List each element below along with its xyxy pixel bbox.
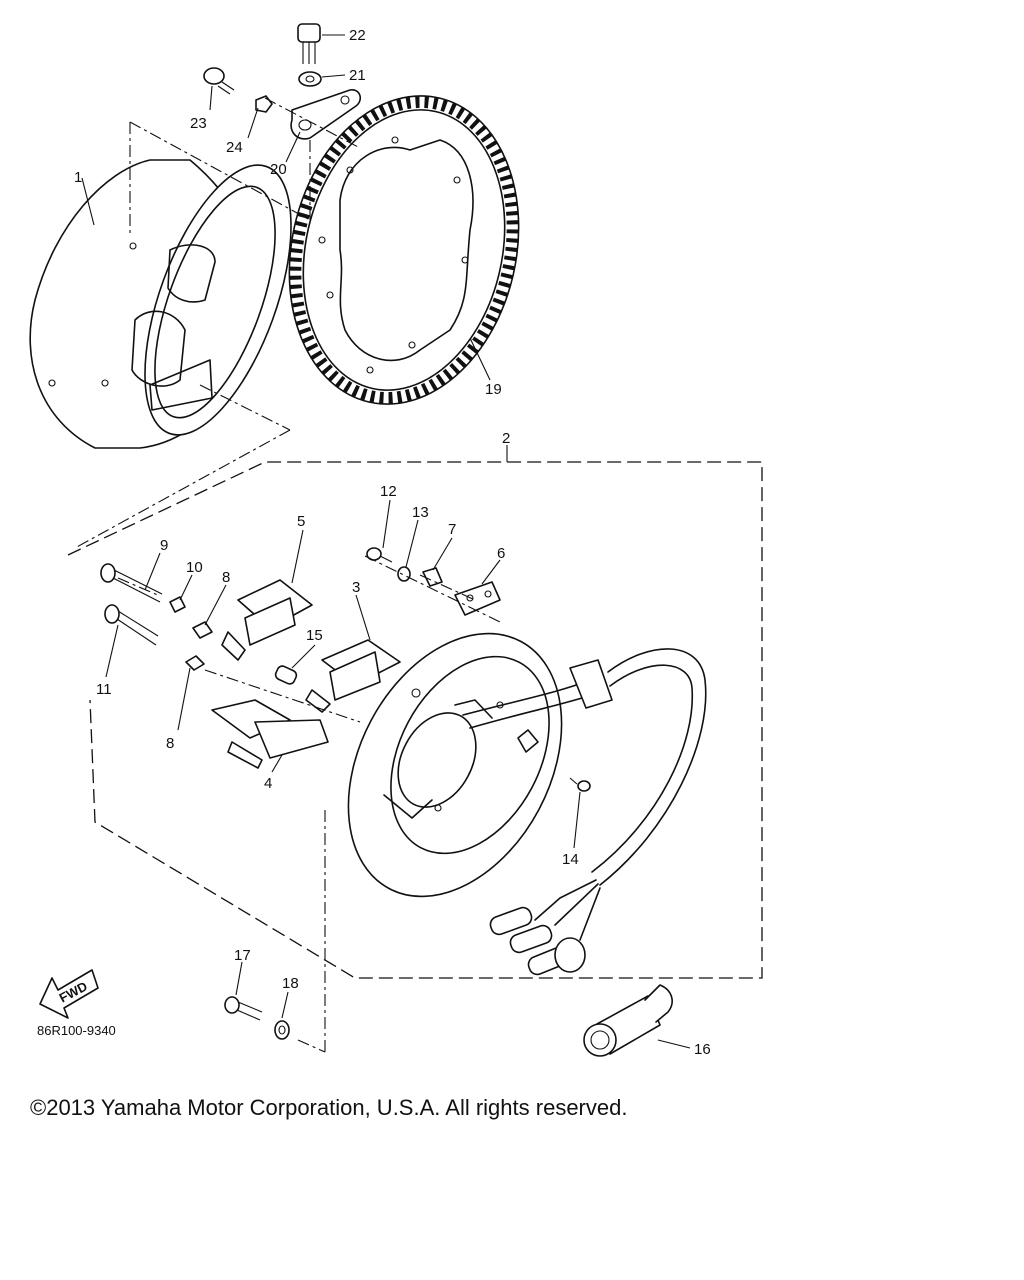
callout-1: 1 bbox=[74, 169, 82, 186]
clamp-stator bbox=[517, 729, 539, 753]
callout-15: 15 bbox=[306, 627, 323, 644]
charge-coil-4 bbox=[211, 699, 329, 769]
stator-base-plate bbox=[347, 632, 563, 898]
screw-11 bbox=[104, 604, 159, 646]
forward-direction-arrow: FWD bbox=[39, 969, 99, 1019]
washer-21 bbox=[298, 71, 322, 87]
callout-20: 20 bbox=[270, 161, 287, 178]
callout-17: 17 bbox=[234, 947, 251, 964]
screw-12 bbox=[366, 547, 393, 563]
callout-9: 9 bbox=[160, 537, 168, 554]
plate-20 bbox=[290, 89, 362, 140]
copyright-notice: ©2013 Yamaha Motor Corporation, U.S.A. A… bbox=[30, 1095, 628, 1120]
callout-21: 21 bbox=[349, 67, 366, 84]
callout-6: 6 bbox=[497, 545, 505, 562]
callout-13: 13 bbox=[412, 504, 429, 521]
washer-13 bbox=[397, 566, 411, 582]
alignment-lines bbox=[74, 97, 501, 1053]
source-coil-5 bbox=[221, 579, 313, 661]
callout-10: 10 bbox=[186, 559, 203, 576]
washer-8-lower bbox=[185, 655, 205, 671]
callout-23: 23 bbox=[190, 115, 207, 132]
callout-7: 7 bbox=[448, 521, 456, 538]
callout-19: 19 bbox=[485, 381, 502, 398]
callout-22: 22 bbox=[349, 27, 366, 44]
assembly-2-boundary bbox=[67, 461, 763, 979]
screw-9 bbox=[100, 563, 163, 603]
parts-diagram: 22 21 23 24 20 1 19 2 12 5 13 7 9 6 10 8… bbox=[29, 23, 763, 1058]
source-coil-3 bbox=[305, 639, 401, 713]
pickup-coil-6 bbox=[454, 581, 501, 616]
bolt-23 bbox=[203, 67, 235, 95]
bolt-17 bbox=[224, 996, 263, 1021]
clip-7 bbox=[422, 567, 443, 587]
nut-24 bbox=[255, 95, 273, 113]
washer-18 bbox=[274, 1020, 290, 1040]
collar-15 bbox=[274, 665, 298, 685]
callout-11: 11 bbox=[96, 681, 112, 698]
callout-24: 24 bbox=[226, 139, 243, 156]
washer-8-upper bbox=[192, 621, 213, 639]
screw-14 bbox=[569, 777, 591, 792]
callout-18: 18 bbox=[282, 975, 299, 992]
starter-ring-gear bbox=[288, 95, 520, 405]
callout-8a: 8 bbox=[222, 569, 230, 586]
callout-4: 4 bbox=[264, 775, 272, 792]
callout-5: 5 bbox=[297, 513, 305, 530]
leader-lines bbox=[81, 34, 691, 1049]
washer-10 bbox=[169, 596, 186, 613]
callout-3: 3 bbox=[352, 579, 360, 596]
callout-2: 2 bbox=[502, 430, 510, 447]
callout-14: 14 bbox=[562, 851, 579, 868]
callout-8b: 8 bbox=[166, 735, 174, 752]
flywheel-rotor bbox=[29, 159, 292, 449]
diagram-code: 86R100-9340 bbox=[37, 1023, 116, 1038]
bolt-22 bbox=[297, 23, 321, 64]
callout-12: 12 bbox=[380, 483, 397, 500]
callout-16: 16 bbox=[694, 1041, 711, 1058]
sleeve-16 bbox=[583, 984, 673, 1057]
wire-harness bbox=[462, 648, 707, 976]
